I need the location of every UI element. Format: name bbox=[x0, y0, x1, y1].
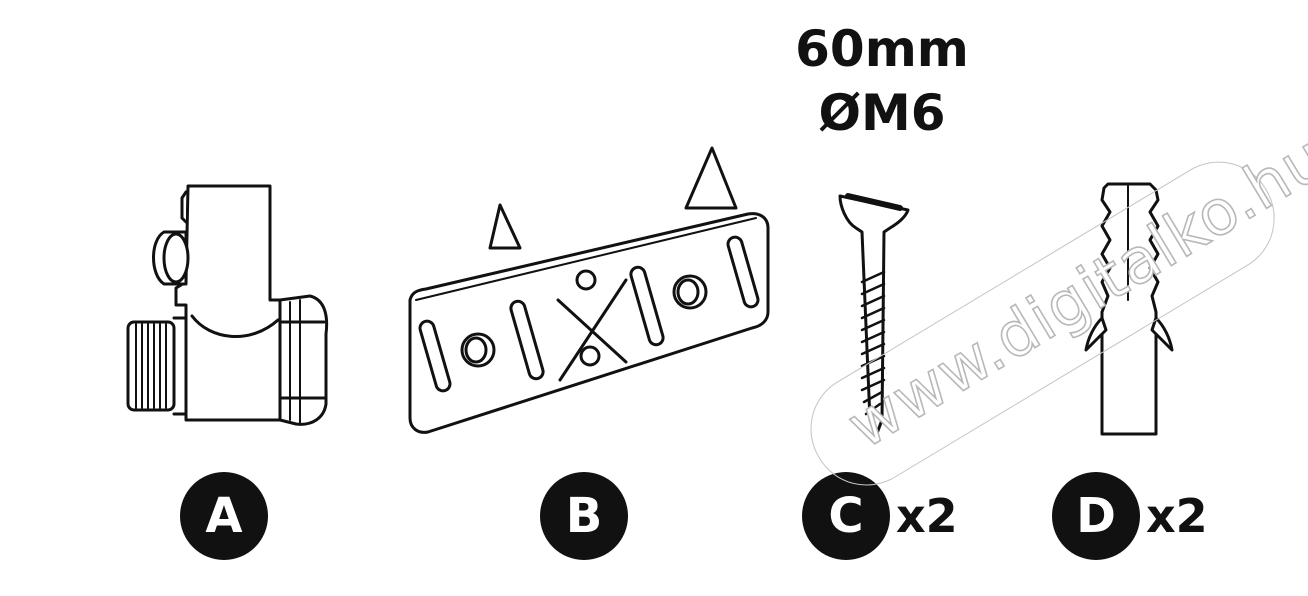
wall-plug-icon bbox=[1084, 182, 1174, 436]
screw-diameter-label: ØM6 bbox=[818, 84, 946, 142]
part-c-badge: C bbox=[802, 472, 890, 560]
part-c-quantity: x2 bbox=[896, 489, 958, 543]
part-a-badge: A bbox=[180, 472, 268, 560]
part-b-badge: B bbox=[540, 472, 628, 560]
screw-icon bbox=[838, 193, 910, 438]
part-d-badge: D bbox=[1052, 472, 1140, 560]
mounting-bracket-icon bbox=[408, 146, 770, 434]
part-d-quantity: x2 bbox=[1146, 489, 1208, 543]
screw-length-label: 60mm bbox=[795, 20, 969, 78]
valve-fitting-icon bbox=[126, 184, 329, 426]
